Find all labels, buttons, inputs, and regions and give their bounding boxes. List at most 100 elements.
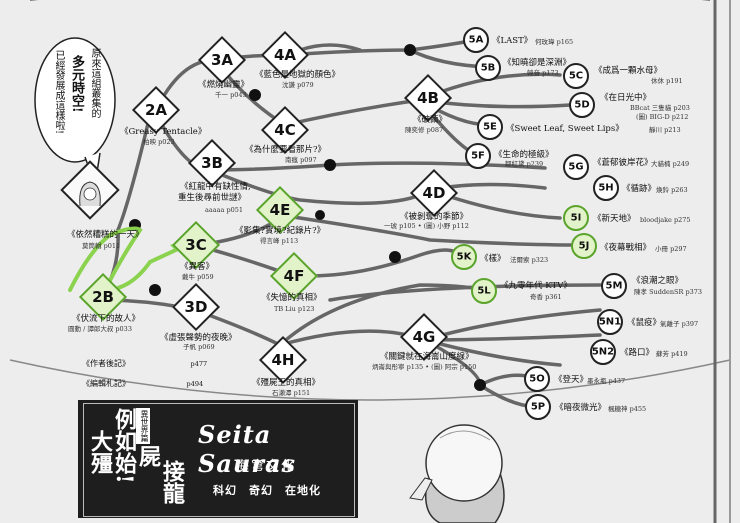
- ending-5B-title: 《知曉卻是深淵》: [503, 58, 572, 68]
- node-4G-title: 《關鍵就在海崙山度線》: [380, 352, 474, 362]
- ending-5N2-author: 蘇芳 p419: [656, 350, 688, 358]
- ending-5I-author: bloodjake p275: [640, 216, 691, 224]
- node-4A-author: 沈謙 p079: [282, 81, 314, 89]
- ending-5C-title: 《成爲一顆水母》: [594, 66, 663, 76]
- node-4A-title: 《藍色是地獄的顏色》: [255, 70, 341, 80]
- character-portrait-icon: [79, 181, 101, 207]
- logo-title-b: 屍: [135, 445, 161, 467]
- logo-badge: 異世界篇: [136, 408, 150, 444]
- afterword-title: 《作者後記》: [82, 359, 130, 368]
- ending-5B-author: 韓音 p173: [527, 69, 559, 77]
- ending-5M-title: 《浪潮之眼》: [632, 276, 684, 286]
- brand-wordmark: Seita Sauras: [198, 420, 297, 478]
- ending-5K-author: 法爾索 p323: [510, 256, 549, 264]
- ending-5G-title: 《蒼郁彼岸花》: [593, 158, 653, 168]
- ending-5I-title: 《新天地》: [593, 214, 636, 224]
- ending-5F[interactable]: 5F: [465, 143, 491, 169]
- start-author: 莫筒輯 p011: [82, 242, 121, 250]
- node-3A-title: 《燃燒幽靈》: [198, 80, 250, 90]
- ending-5C[interactable]: 5C: [563, 63, 589, 89]
- node-4B-author: 陳奕修 p087: [405, 126, 444, 134]
- node-2B-author: 圓動 / 譚郎大叔 p033: [68, 325, 132, 333]
- ending-5D[interactable]: 5D: [569, 92, 595, 118]
- genre-tags: 科幻 奇幻 在地化: [213, 484, 321, 497]
- ending-5A[interactable]: 5A: [463, 27, 489, 53]
- node-3B-title: 《紅龍中有缺性情,: [180, 182, 251, 192]
- ending-5L[interactable]: 5L: [471, 278, 497, 304]
- ending-5M[interactable]: 5M: [601, 273, 627, 299]
- ending-5F-title: 《生命的極級》: [494, 150, 554, 160]
- ending-5D-title: 《在日光中》: [600, 93, 652, 103]
- ending-5P[interactable]: 5P: [525, 394, 551, 420]
- speech-line-3: 已經發展成這樣啦!: [53, 50, 64, 135]
- ending-5C-author: 休休 p191: [651, 77, 683, 85]
- logo-title-side: 例如始!: [111, 408, 137, 484]
- ending-5N2-title: 《路口》: [620, 348, 655, 358]
- node-3B-author: aaaaa p051: [205, 206, 244, 214]
- ending-5A-title: 《LAST》: [492, 36, 533, 46]
- ending-5D-author-2: (圖) BIG-D p212: [636, 113, 689, 121]
- ending-5K[interactable]: 5K: [451, 244, 477, 270]
- ending-5E-title: 《Sweet Leaf, Sweet Lips》: [506, 124, 624, 134]
- ending-5L-title: 《九零年代 KTV》: [500, 281, 572, 291]
- ending-5H-author: 煥鈴 p263: [656, 186, 688, 194]
- ending-5B[interactable]: 5B: [475, 55, 501, 81]
- node-3C-author: 戴牛 p059: [182, 273, 214, 281]
- node-3D-title: 《虛張聲勢的夜晚》: [160, 333, 237, 343]
- start-title: 《依然糟糕的一天》: [67, 230, 144, 240]
- ending-5O-author: 墨永瓶 p437: [587, 377, 626, 385]
- node-4G-author: 炳崙與彤寧 p135 • (圖) 阿宗 p150: [372, 363, 477, 371]
- ending-5J-title: 《夜幕戰相》: [600, 243, 652, 253]
- character-back-illustration: [409, 424, 505, 523]
- ending-5N1-title: 《鼠疫》: [627, 318, 662, 328]
- speech-line-1: 原來這組叢集的: [89, 48, 100, 118]
- ending-5N2[interactable]: 5N2: [590, 339, 616, 365]
- node-3C-title: 《異客》: [180, 262, 215, 272]
- node-4H-author: 石瀨潭 p151: [272, 389, 311, 397]
- ending-5I[interactable]: 5I: [563, 205, 589, 231]
- ending-5P-title: 《暗夜微光》: [555, 403, 607, 413]
- node-4D-title: 《被剝奪的季節》: [400, 212, 469, 222]
- node-3B-title-2: 重生後尋前世謎》: [178, 193, 247, 203]
- ending-5G[interactable]: 5G: [563, 154, 589, 180]
- editor-notes-page: p494: [186, 380, 204, 388]
- node-3D-author: 子帆 p069: [183, 343, 215, 351]
- node-2A-title: 《Greasy Tentacle》: [120, 127, 207, 137]
- afterword-link[interactable]: 《作者後記》 p477: [82, 358, 207, 369]
- node-4H-title: 《殭屍王的真相》: [252, 378, 321, 388]
- ending-5D-author: BBcat 三隻貓 p203: [630, 104, 690, 112]
- node-4F-title: 《失憶的真相》: [262, 293, 322, 303]
- ending-5P-author: 楓糖神 p455: [608, 405, 647, 413]
- dome-edge-decoration: [713, 0, 731, 523]
- node-4B-title: 《破繭》: [413, 115, 448, 125]
- node-4C-author: 南瘋 p097: [285, 156, 317, 164]
- speech-line-2: 多元時空!: [69, 55, 84, 113]
- ending-5O[interactable]: 5O: [524, 366, 550, 392]
- ending-5J[interactable]: 5J: [571, 233, 597, 259]
- highlight-route: [68, 226, 182, 293]
- ending-5E[interactable]: 5E: [477, 114, 503, 140]
- node-4F-author: TB Liu p123: [274, 305, 315, 313]
- logo-title-c: 接龍: [159, 460, 185, 504]
- afterword-page: p477: [190, 360, 208, 368]
- node-2A-author: 柏映 p023: [143, 138, 175, 146]
- ending-5N1[interactable]: 5N1: [597, 309, 623, 335]
- ending-5H[interactable]: 5H: [593, 175, 619, 201]
- ending-5O-title: 《登天》: [554, 375, 589, 385]
- ending-5A-author: 何玫瑋 p165: [535, 38, 574, 46]
- ending-5J-author: 小冊 p297: [655, 245, 687, 253]
- node-4D-author: 一琥 p105 • (圖) 小野 p112: [384, 222, 469, 230]
- node-4E-title: 《影集?實境?紀錄片?》: [235, 226, 326, 236]
- ending-5M-author: 陳孝 SuddenSR p373: [634, 288, 703, 296]
- ending-5K-title: 《樣》: [480, 254, 506, 264]
- ending-5F-author: 鄒紅黛 p239: [505, 160, 544, 168]
- ending-5H-title: 《循跡》: [622, 184, 657, 194]
- ending-5E-author: 靜川 p213: [649, 126, 681, 134]
- node-4E-author: 得言峰 p113: [260, 237, 299, 245]
- node-2B-title: 《伏流下的故人》: [72, 314, 141, 324]
- ending-5N1-author: 氣離子 p397: [660, 320, 699, 328]
- editor-notes-link[interactable]: 《編輯札記》 p494: [82, 378, 203, 389]
- book-logo-panel: 大殭 例如始! 屍 接龍 異世界篇 Seita Sauras 海穹文化 科幻 奇…: [78, 400, 358, 518]
- ending-5L-author: 奇香 p361: [530, 293, 562, 301]
